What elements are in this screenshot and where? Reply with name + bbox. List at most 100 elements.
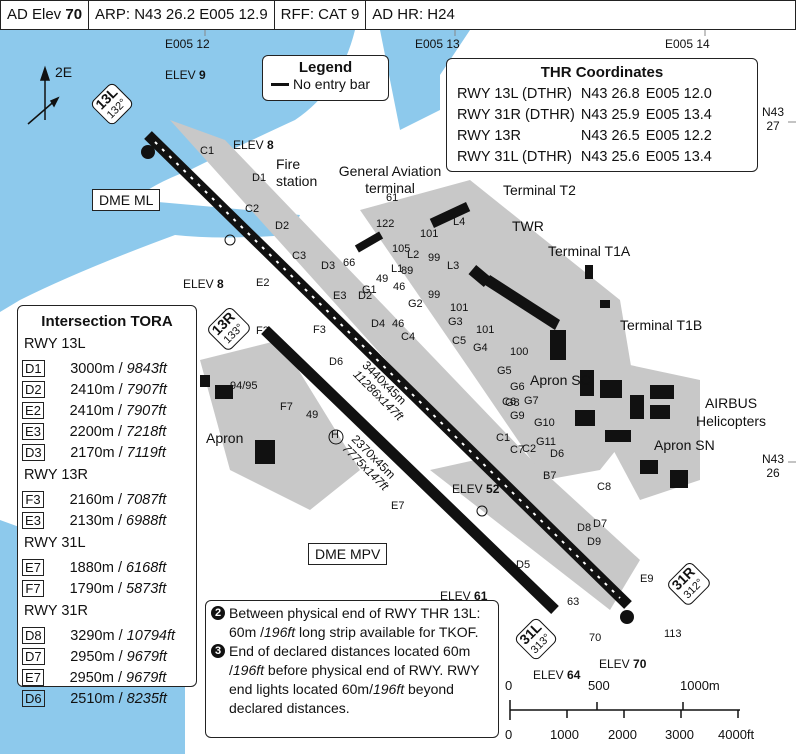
tora-feet: 9679ft [126,648,167,665]
stand-number: 63 [567,596,580,608]
water-area-north [380,30,470,130]
stand-number: G3 [448,316,463,328]
rff-category: RFF: CAT 9 [275,1,367,29]
tora-feet: 7907ft [126,381,167,398]
stand-number: 46 [392,318,405,330]
stand-number: E9 [640,573,654,585]
elev-9-label: ELEV 9 [165,68,206,82]
taxiway-id: E3 [333,290,347,302]
taxiway-tag: E7 [22,559,44,576]
tora-meters: 2200m / [69,423,122,440]
taxiway-id: C2 [522,443,537,455]
dme-ml-symbol [224,234,236,246]
tora-feet: 10794ft [126,627,176,644]
stand-number: 105 [392,243,411,255]
stand-number: C7 [510,444,525,456]
stand-number: G4 [473,342,488,354]
taxiway-id: E2 [256,277,270,289]
dme-mpv-symbol [476,505,488,517]
tora-meters: 2170m / [70,444,123,461]
dme-mpv-label: DME MPV [308,543,388,565]
stand-number: B7 [543,470,557,482]
stand-number: G9 [510,410,525,422]
scale-ft-1000: 1000 [550,727,579,742]
taxiway-tag: D3 [22,444,45,461]
stand-number: 46 [393,281,406,293]
stand-number: L4 [453,216,466,228]
tora-feet: 8235ft [126,690,167,707]
taxiway-tag: D7 [22,648,45,665]
elev-70-label: ELEV 70 [599,657,647,671]
scale-bar [509,700,740,720]
tora-runway-heading: RWY 13R [24,467,88,483]
tora-meters: 3290m / [70,627,123,644]
tora-feet: 7087ft [126,491,167,508]
tora-feet: 5873ft [126,580,167,597]
terminal-t1a-label: Terminal T1A [548,243,631,259]
taxiway-tag: E2 [22,402,44,419]
taxiway-id: C1 [200,145,215,157]
tora-feet: 7119ft [126,444,166,461]
stand-number: C8 [597,481,612,493]
legend-box: Legend No entry bar [262,55,389,101]
tora-meters: 2410m / [70,381,123,398]
runway-13l-31r [144,131,632,609]
stand-number: C6 [502,396,517,408]
terminal-t1b-label: Terminal T1B [620,317,703,333]
taxiway-id: F3 [313,324,326,336]
scale-ft-4000: 4000ft [718,727,755,742]
taxiway-id: C3 [292,250,307,262]
stand-number: G10 [534,417,555,429]
thr-coordinates-title: THR Coordinates [540,64,664,81]
taxiway-id: F7 [280,401,293,413]
taxiway-tag: E3 [22,423,44,440]
apron-label: Apron [206,430,244,446]
apron-sn-label: Apron SN [654,437,715,453]
elev-8-label-b: ELEV 8 [183,277,224,291]
taxiway-id: E7 [391,500,405,512]
taxiway-id: D6 [329,356,344,368]
stand-number: D6 [550,448,565,460]
ad-hours: AD HR: H24 [372,6,455,23]
stand-number: 49 [306,409,319,421]
stand-number: G2 [408,298,423,310]
taxiway-id: C2 [245,203,260,215]
tora-runway-heading: RWY 31R [24,603,88,619]
stand-number: C5 [452,335,467,347]
stand-number: 70 [589,632,602,644]
stand-number: G5 [497,365,512,377]
apron-sc-label: Apron SC [530,372,591,388]
elev-52-label: ELEV 52 [452,482,500,496]
taxiway-tag: D8 [22,627,45,644]
scale-ft-3000: 3000 [665,727,694,742]
tora-meters: 2410m / [69,402,122,419]
taxiway-tag: D1 [22,360,45,377]
intersection-tora-title: Intersection TORA [41,313,173,330]
taxiway-tag: E3 [22,512,44,529]
stand-9495-label: 94/95 [230,380,258,392]
tora-meters: 2130m / [69,512,122,529]
stand-number: C4 [401,331,416,343]
buildings [200,202,688,488]
stand-number: L2 [407,249,420,261]
airbus-helicopters-label: AIRBUS Helicopters [696,395,767,429]
stand-number: D8 [577,522,592,534]
lon-label-14: E005 14 [665,37,710,51]
taxiway-id: D3 [321,260,336,272]
stand-number: 66 [343,257,356,269]
tora-meters: 1790m / [69,580,122,597]
stand-number: 122 [376,218,395,230]
